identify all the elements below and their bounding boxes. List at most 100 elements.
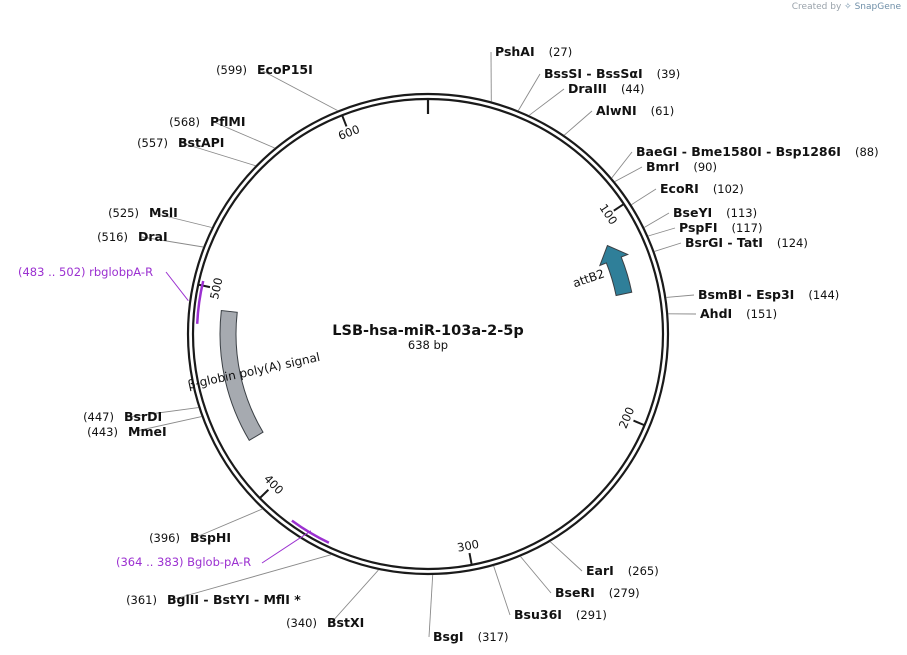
restriction-site[interactable]: BseRI(279) [520,556,640,601]
restriction-site[interactable]: BssSI - BssSαI(39) [517,66,680,111]
attb2-feature-arrow[interactable]: attB2 [571,244,633,297]
restriction-site[interactable]: BstXI(340) [286,569,379,630]
site-name[interactable]: PspFI [679,220,718,235]
restriction-site[interactable]: BsrGI - TatI(124) [654,235,808,252]
site-leader-line [614,166,643,182]
site-name[interactable]: BssSI - BssSαI [544,66,643,81]
backbone-ring [186,92,670,576]
credit-prefix: Created by [791,2,842,12]
site-name[interactable]: PshAI [495,44,535,59]
site-name[interactable]: BsmBI - Esp3I [698,287,794,302]
site-name[interactable]: MmeI [128,424,167,439]
site-name[interactable]: BseYI [673,205,712,220]
restriction-site[interactable]: BstAPI (557) [137,135,256,167]
ruler-tick [341,114,348,127]
site-position: (90) [693,160,717,174]
restriction-site[interactable]: AhdI (151) [668,306,777,321]
site-name[interactable]: BstXI [327,615,364,630]
site-name[interactable]: EcoRI [660,181,699,196]
site-name[interactable]: PflMI [210,114,246,129]
restriction-site[interactable]: PspFI (117) [648,220,763,237]
primer-leader-line [165,271,189,302]
ruler-tick-label: 200 [616,405,637,431]
restriction-site[interactable]: EcoP15I (599) [216,62,338,111]
ruler-tick-label: 600 [336,122,362,143]
site-position: (113) [726,206,757,220]
site-position: (557) [137,136,168,150]
site-name[interactable]: BseRI [555,585,595,600]
site-leader-line [549,541,583,572]
restriction-site[interactable]: Bsu36I (291) [493,565,607,622]
restriction-site[interactable]: BsgI (317) [428,574,509,644]
site-position: (61) [651,104,675,118]
site-position: (568) [169,115,200,129]
site-position: (88) [855,145,879,159]
site-name[interactable]: BmrI [646,159,679,174]
site-name[interactable]: DraIII [568,81,607,96]
feature-shape[interactable] [598,244,633,297]
restriction-site[interactable]: MslI(525) [108,205,212,228]
feature-label: β-globin poly(A) signal [186,350,321,392]
restriction-site[interactable]: DraI(516) [97,229,204,248]
primer[interactable] [291,519,330,544]
restriction-site[interactable]: BspHI(396) [149,508,263,545]
restriction-site[interactable]: PflMI (568) [169,114,275,149]
snapgene-credit: Created by ✧ SnapGene [792,2,901,12]
site-leader-line [152,212,212,228]
site-name[interactable]: MslI [149,205,178,220]
site-name[interactable]: BstAPI [178,135,224,150]
polya-signal-feature[interactable]: β-globin poly(A) signal [186,309,321,442]
restriction-site[interactable]: BaeGI - Bme1580I - Bsp1286I (88) [611,144,879,179]
site-name[interactable]: EcoP15I [257,62,313,77]
site-name[interactable]: BaeGI - Bme1580I - Bsp1286I [636,144,841,159]
site-leader-line [666,294,695,298]
site-name[interactable]: BsrGI - TatI [685,235,763,250]
site-name[interactable]: AhdI [700,306,732,321]
site-name[interactable]: AlwNI [596,103,637,118]
plasmid-length: 638 bp [408,338,448,352]
site-name[interactable]: DraI [138,229,168,244]
site-leader-line [611,151,633,179]
site-name[interactable]: EarI [586,563,614,578]
primer[interactable] [195,280,205,324]
restriction-site[interactable]: BglII - BstYI - MflI *(361) [126,554,332,607]
restriction-site[interactable]: BsrDI (447) [83,407,199,424]
site-name[interactable]: BspHI [190,530,231,545]
primer-arc[interactable] [195,280,205,324]
site-position: (317) [478,630,509,644]
plasmid-center-label: LSB-hsa-miR-103a-2-5p 638 bp [332,323,523,352]
feature-shape[interactable] [219,309,264,442]
restriction-site[interactable]: BmrI (90) [614,159,717,182]
ruler-tick-label: 500 [207,276,225,300]
restriction-site[interactable]: DraIII(44) [528,81,645,116]
primer-leader-line [261,530,312,564]
site-name[interactable]: Bsu36I [514,607,562,622]
restriction-site[interactable]: MmeI(443) [87,416,202,439]
snapgene-logo-icon: ✧ [844,2,852,12]
site-leader-line [181,142,256,167]
restriction-site[interactable]: PshAI(27) [490,44,572,102]
restriction-site[interactable]: EarI(265) [549,541,659,578]
restriction-site[interactable]: EcoRI(102) [631,181,744,206]
restriction-site[interactable]: BseYI (113) [643,205,757,228]
site-position: (151) [746,307,777,321]
restriction-site[interactable]: AlwNI (61) [563,103,675,136]
site-position: (599) [216,63,247,77]
site-position: (447) [83,410,114,424]
site-leader-line [213,121,275,149]
site-name[interactable]: BglII - BstYI - MflI * [167,592,301,607]
primer-label[interactable]: (364 .. 383) Bglob-pA-R [116,555,251,569]
site-leader-line [643,212,670,228]
site-name[interactable]: BsgI [433,629,464,644]
restriction-site[interactable]: BsmBI - Esp3I(144) [666,287,839,302]
site-position: (117) [732,221,763,235]
site-position: (291) [576,608,607,622]
primer-arc[interactable] [291,519,330,544]
site-leader-line [493,565,511,616]
site-leader-line [428,574,434,638]
restriction-sites: PshAI(27)BssSI - BssSαI(39)DraIII(44)Alw… [83,44,879,644]
primer-label[interactable]: (483 .. 502) rbglobpA-R [18,265,153,279]
site-leader-line [528,88,565,116]
site-leader-line [563,110,593,136]
site-name[interactable]: BsrDI [124,409,162,424]
